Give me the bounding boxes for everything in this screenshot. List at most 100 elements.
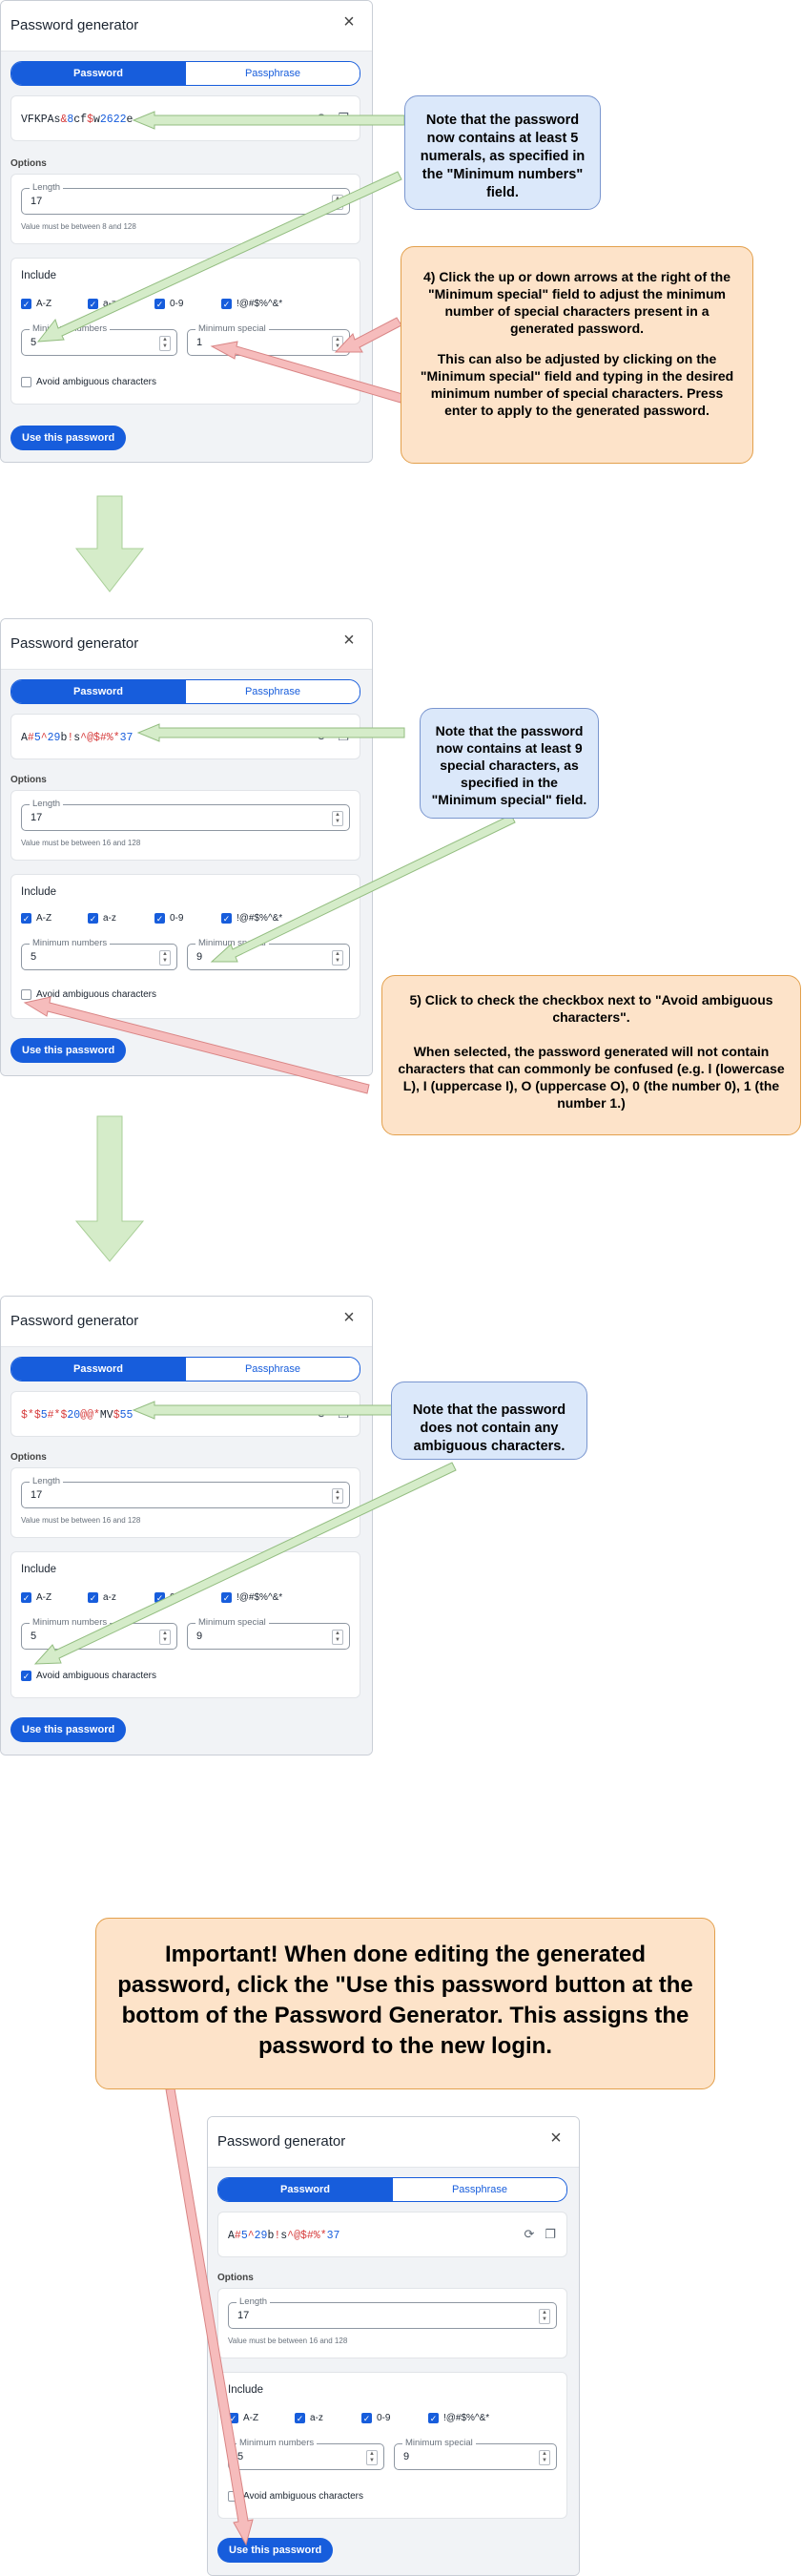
length-stepper[interactable]: ▲▼: [332, 195, 343, 210]
min-numbers-field[interactable]: Minimum numbers 5 ▲▼: [21, 323, 177, 356]
mode-toggle: Password Passphrase: [10, 61, 360, 86]
numbers-checkbox[interactable]: ✓0-9: [154, 1592, 183, 1603]
min-numbers-field[interactable]: Minimum numbers 5 ▲▼: [21, 938, 177, 970]
min-numbers-stepper[interactable]: ▲▼: [366, 2450, 378, 2465]
close-icon[interactable]: ×: [343, 11, 355, 32]
checkbox-box[interactable]: ✓: [21, 913, 31, 924]
checkbox-box[interactable]: ✓: [228, 2413, 238, 2423]
checkbox-box[interactable]: ✓: [295, 2413, 305, 2423]
min-special-value: 1: [196, 337, 203, 348]
close-icon[interactable]: ×: [550, 2128, 562, 2149]
lowercase-checkbox[interactable]: ✓ a-z: [88, 299, 116, 309]
copy-icon[interactable]: ❐: [545, 2227, 556, 2241]
callout-avoid-ambiguous-instructions: 5) Click to check the checkbox next to "…: [381, 975, 801, 1135]
min-special-stepper[interactable]: ▲▼: [332, 950, 343, 966]
length-stepper[interactable]: ▲▼: [332, 811, 343, 826]
options-card: Length 17 ▲▼ Value must be between 16 an…: [10, 1467, 360, 1538]
tab-password[interactable]: Password: [11, 680, 185, 703]
special-label: !@#$%^&*: [236, 299, 283, 309]
checkbox-box[interactable]: ✓: [21, 1592, 31, 1603]
use-password-button[interactable]: Use this password: [10, 426, 127, 450]
tab-password[interactable]: Password: [218, 2178, 392, 2201]
avoid-ambiguous-checkbox[interactable]: Avoid ambiguous characters: [21, 377, 156, 387]
numbers-checkbox[interactable]: ✓0-9: [154, 299, 183, 309]
min-numbers-field[interactable]: Minimum numbers 5 ▲▼: [228, 2438, 384, 2470]
min-special-field[interactable]: Minimum special 9 ▲▼: [394, 2438, 557, 2470]
checkbox-box[interactable]: ✓: [88, 299, 98, 309]
refresh-icon[interactable]: ⟳: [317, 111, 328, 125]
use-password-button[interactable]: Use this password: [217, 2538, 334, 2563]
checkbox-box[interactable]: ✓: [221, 913, 232, 924]
special-checkbox[interactable]: ✓!@#$%^&*: [221, 1592, 282, 1603]
avoid-ambiguous-checkbox[interactable]: Avoid ambiguous characters: [21, 989, 156, 1000]
special-checkbox[interactable]: ✓ !@#$%^&*: [221, 299, 282, 309]
length-field[interactable]: Length 17 ▲▼: [228, 2296, 557, 2329]
min-special-stepper[interactable]: ▲▼: [539, 2450, 550, 2465]
min-numbers-stepper[interactable]: ▲▼: [159, 336, 171, 351]
min-numbers-value: 5: [31, 951, 37, 963]
special-checkbox[interactable]: ✓!@#$%^&*: [221, 913, 282, 924]
checkbox-box[interactable]: ✓: [154, 1592, 165, 1603]
length-field[interactable]: Length 17 ▲▼: [21, 1476, 350, 1508]
min-numbers-stepper[interactable]: ▲▼: [159, 1630, 171, 1645]
lowercase-checkbox[interactable]: ✓a-z: [88, 1592, 116, 1603]
length-field[interactable]: Length 17 ▲▼: [21, 182, 350, 215]
min-numbers-stepper[interactable]: ▲▼: [159, 950, 171, 966]
checkbox-box[interactable]: ✓: [361, 2413, 372, 2423]
length-stepper[interactable]: ▲▼: [539, 2309, 550, 2324]
uppercase-checkbox[interactable]: ✓A-Z: [21, 299, 51, 309]
checkbox-box[interactable]: ✓: [21, 299, 31, 309]
avoid-checkbox-box[interactable]: [21, 989, 31, 1000]
checkbox-box[interactable]: ✓: [88, 1592, 98, 1603]
uppercase-checkbox[interactable]: ✓A-Z: [21, 913, 51, 924]
tab-password[interactable]: Password: [11, 1358, 185, 1381]
tab-passphrase[interactable]: Passphrase: [185, 1358, 360, 1381]
min-special-field[interactable]: Minimum special 9 ▲▼: [187, 1617, 350, 1650]
avoid-ambiguous-checkbox[interactable]: Avoid ambiguous characters: [228, 2491, 363, 2502]
lowercase-label: a-z: [103, 299, 116, 309]
tab-passphrase[interactable]: Passphrase: [185, 62, 360, 85]
checkbox-box[interactable]: ✓: [154, 913, 165, 924]
length-field[interactable]: Length 17 ▲▼: [21, 799, 350, 831]
lowercase-checkbox[interactable]: ✓ a-z: [295, 2413, 323, 2423]
lowercase-label: a-z: [310, 2413, 323, 2423]
avoid-ambiguous-checkbox[interactable]: ✓Avoid ambiguous characters: [21, 1671, 156, 1681]
copy-icon[interactable]: ❐: [338, 1406, 349, 1421]
tab-passphrase[interactable]: Passphrase: [392, 2178, 566, 2201]
length-value: 17: [31, 812, 43, 823]
min-special-stepper[interactable]: ▲▼: [332, 1630, 343, 1645]
min-special-field[interactable]: Minimum special 1 ▲▼: [187, 323, 350, 356]
avoid-checkbox-box[interactable]: [21, 377, 31, 387]
refresh-icon[interactable]: ⟳: [524, 2227, 535, 2241]
min-special-stepper[interactable]: ▲▼: [332, 336, 343, 351]
special-checkbox[interactable]: ✓!@#$%^&*: [428, 2413, 489, 2423]
checkbox-box[interactable]: ✓: [221, 299, 232, 309]
include-card: Include ✓A-Z ✓a-z ✓0-9 ✓!@#$%^&* Minimum…: [10, 258, 360, 405]
length-label: Length: [30, 1476, 64, 1486]
tab-passphrase[interactable]: Passphrase: [185, 680, 360, 703]
uppercase-checkbox[interactable]: ✓A-Z: [228, 2413, 258, 2423]
use-password-button[interactable]: Use this password: [10, 1038, 127, 1063]
checkbox-box[interactable]: ✓: [221, 1592, 232, 1603]
refresh-icon[interactable]: ⟳: [317, 1406, 328, 1421]
close-icon[interactable]: ×: [343, 630, 355, 651]
avoid-checkbox-box[interactable]: [228, 2491, 238, 2502]
min-numbers-field[interactable]: Minimum numbers 5 ▲▼: [21, 1617, 177, 1650]
checkbox-box[interactable]: ✓: [428, 2413, 439, 2423]
copy-icon[interactable]: ❐: [338, 111, 349, 125]
length-stepper[interactable]: ▲▼: [332, 1488, 343, 1504]
checkbox-box[interactable]: ✓: [88, 913, 98, 924]
copy-icon[interactable]: ❐: [338, 729, 349, 743]
lowercase-checkbox[interactable]: ✓a-z: [88, 913, 116, 924]
close-icon[interactable]: ×: [343, 1307, 355, 1328]
checkbox-box[interactable]: ✓: [154, 299, 165, 309]
numbers-checkbox[interactable]: ✓0-9: [361, 2413, 390, 2423]
refresh-icon[interactable]: ⟳: [317, 729, 328, 743]
panel-title: Password generator: [10, 1313, 139, 1329]
avoid-checkbox-box[interactable]: ✓: [21, 1671, 31, 1681]
numbers-checkbox[interactable]: ✓0-9: [154, 913, 183, 924]
uppercase-checkbox[interactable]: ✓A-Z: [21, 1592, 51, 1603]
tab-password[interactable]: Password: [11, 62, 185, 85]
min-special-field[interactable]: Minimum special 9 ▲▼: [187, 938, 350, 970]
use-password-button[interactable]: Use this password: [10, 1717, 127, 1742]
